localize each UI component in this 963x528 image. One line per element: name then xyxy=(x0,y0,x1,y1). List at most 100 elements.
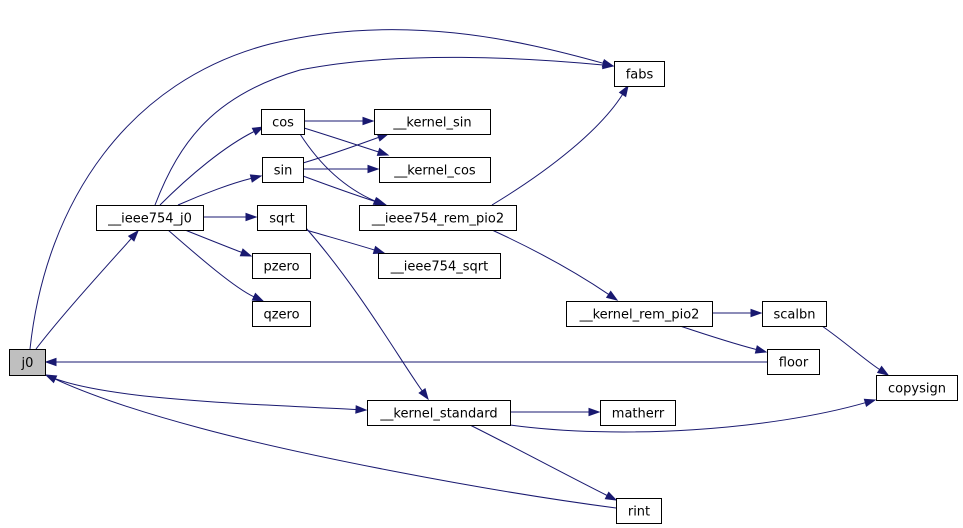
edge-kernel_standard-to-copysign xyxy=(509,398,877,433)
node-scalbn[interactable]: scalbn xyxy=(762,301,827,327)
node-label: copysign xyxy=(888,382,946,397)
node-qzero[interactable]: qzero xyxy=(252,301,311,327)
node-j0[interactable]: j0 xyxy=(9,349,46,376)
node-box xyxy=(96,205,204,231)
edge-line xyxy=(303,127,379,153)
node-sqrt[interactable]: sqrt xyxy=(257,205,307,231)
edge-line xyxy=(167,229,255,298)
arrowhead-icon xyxy=(44,357,57,367)
node-label: j0 xyxy=(21,356,34,371)
node-label: __kernel_cos xyxy=(393,164,476,179)
edge-line xyxy=(177,177,252,206)
node-matherr[interactable]: matherr xyxy=(600,400,676,426)
edge-line xyxy=(35,238,132,350)
edge-scalbn-to-copysign xyxy=(821,325,890,376)
edge-ieee754_j0-to-sin xyxy=(177,174,263,206)
arrowhead-icon xyxy=(863,398,877,408)
arrowhead-icon xyxy=(127,229,139,242)
node-box xyxy=(359,205,517,231)
node-box xyxy=(261,109,305,135)
node-kernel-sin[interactable]: __kernel_sin xyxy=(374,109,491,135)
node-box xyxy=(374,109,491,135)
arrowhead-icon xyxy=(355,405,368,414)
edge-kernel_rem_pio2-to-floor xyxy=(679,325,768,354)
arrowhead-icon xyxy=(602,60,615,70)
edge-line xyxy=(509,402,866,433)
node-copysign[interactable]: copysign xyxy=(876,375,958,401)
arrowhead-icon xyxy=(251,292,265,302)
edge-line xyxy=(821,325,880,370)
edge-line xyxy=(45,374,357,410)
node-cos[interactable]: cos xyxy=(261,109,305,135)
node-label: pzero xyxy=(263,260,299,275)
node-floor[interactable]: floor xyxy=(767,349,820,375)
edge-cos-to-kernel_sin xyxy=(303,116,375,126)
arrowhead-icon xyxy=(588,407,601,417)
node-kernel-rem-pio2[interactable]: __kernel_rem_pio2 xyxy=(566,301,713,327)
edge-ieee754_rem_pio2-to-fabs xyxy=(491,84,629,206)
edge-line xyxy=(154,56,604,206)
arrowhead-icon xyxy=(750,308,763,318)
node-label: rint xyxy=(628,505,650,520)
node-label: fabs xyxy=(626,68,654,83)
node-kernel-cos[interactable]: __kernel_cos xyxy=(379,157,491,183)
arrowhead-icon xyxy=(604,491,618,501)
edge-kernel_standard-to-rint xyxy=(469,424,618,501)
node-box xyxy=(252,301,311,327)
edge-floor-to-j0 xyxy=(44,357,767,367)
arrowhead-icon xyxy=(239,248,253,257)
edge-layer xyxy=(29,29,890,509)
edge-line xyxy=(299,133,376,202)
node-label: __kernel_sin xyxy=(392,116,471,131)
edge-line xyxy=(302,136,379,164)
edge-ieee754_rem_pio2-to-kernel_rem_pio2 xyxy=(491,229,619,301)
edge-line xyxy=(469,424,608,496)
arrowhead-icon xyxy=(876,365,890,376)
node-box xyxy=(762,301,827,327)
arrowhead-icon xyxy=(372,245,386,255)
node-box xyxy=(767,349,820,375)
node-label: cos xyxy=(272,116,294,131)
arrowhead-icon xyxy=(249,174,263,183)
node-label: scalbn xyxy=(774,308,816,323)
edge-line xyxy=(184,229,242,253)
node-box xyxy=(262,157,304,183)
arrowhead-icon xyxy=(754,345,768,354)
node-box xyxy=(614,61,665,87)
node-ieee754-j0[interactable]: __ieee754_j0 xyxy=(96,205,204,231)
node-label: sqrt xyxy=(269,212,294,227)
node-rint[interactable]: rint xyxy=(616,498,662,524)
arrowhead-icon xyxy=(245,212,258,222)
node-label: __ieee754_rem_pio2 xyxy=(371,212,504,227)
node-kernel-standard[interactable]: __kernel_standard xyxy=(367,400,511,426)
edge-line xyxy=(491,94,624,206)
edge-rint-to-j0 xyxy=(44,374,617,509)
node-ieee754-sqrt[interactable]: __ieee754_sqrt xyxy=(378,253,501,279)
node-layer: j0 __ieee754_j0 cos sin sqrt pzero qzero __kern… xyxy=(9,61,958,524)
node-fabs[interactable]: fabs xyxy=(614,61,665,87)
node-pzero[interactable]: pzero xyxy=(252,253,311,279)
edge-line xyxy=(159,131,255,206)
node-box xyxy=(257,205,307,231)
node-label: __ieee754_j0 xyxy=(107,212,192,227)
arrowhead-icon xyxy=(618,84,629,98)
edge-ieee754_j0-to-fabs xyxy=(154,56,615,206)
node-label: floor xyxy=(779,356,809,371)
edge-cos-to-kernel_cos xyxy=(303,127,390,156)
node-box xyxy=(378,253,501,279)
node-sin[interactable]: sin xyxy=(262,157,304,183)
node-ieee754-rem-pio2[interactable]: __ieee754_rem_pio2 xyxy=(359,205,517,231)
arrowhead-icon xyxy=(367,164,380,174)
edge-j0-to-ieee754_j0 xyxy=(35,229,139,350)
edge-line xyxy=(305,229,375,251)
node-box xyxy=(876,375,958,401)
edge-sqrt-to-ieee754_sqrt xyxy=(305,229,386,255)
node-box xyxy=(600,400,676,426)
node-box xyxy=(9,349,46,376)
arrowhead-icon xyxy=(418,387,429,401)
node-label: __kernel_standard xyxy=(379,407,497,422)
edge-line xyxy=(54,378,617,509)
edge-line xyxy=(29,29,604,350)
node-label: qzero xyxy=(263,308,299,323)
